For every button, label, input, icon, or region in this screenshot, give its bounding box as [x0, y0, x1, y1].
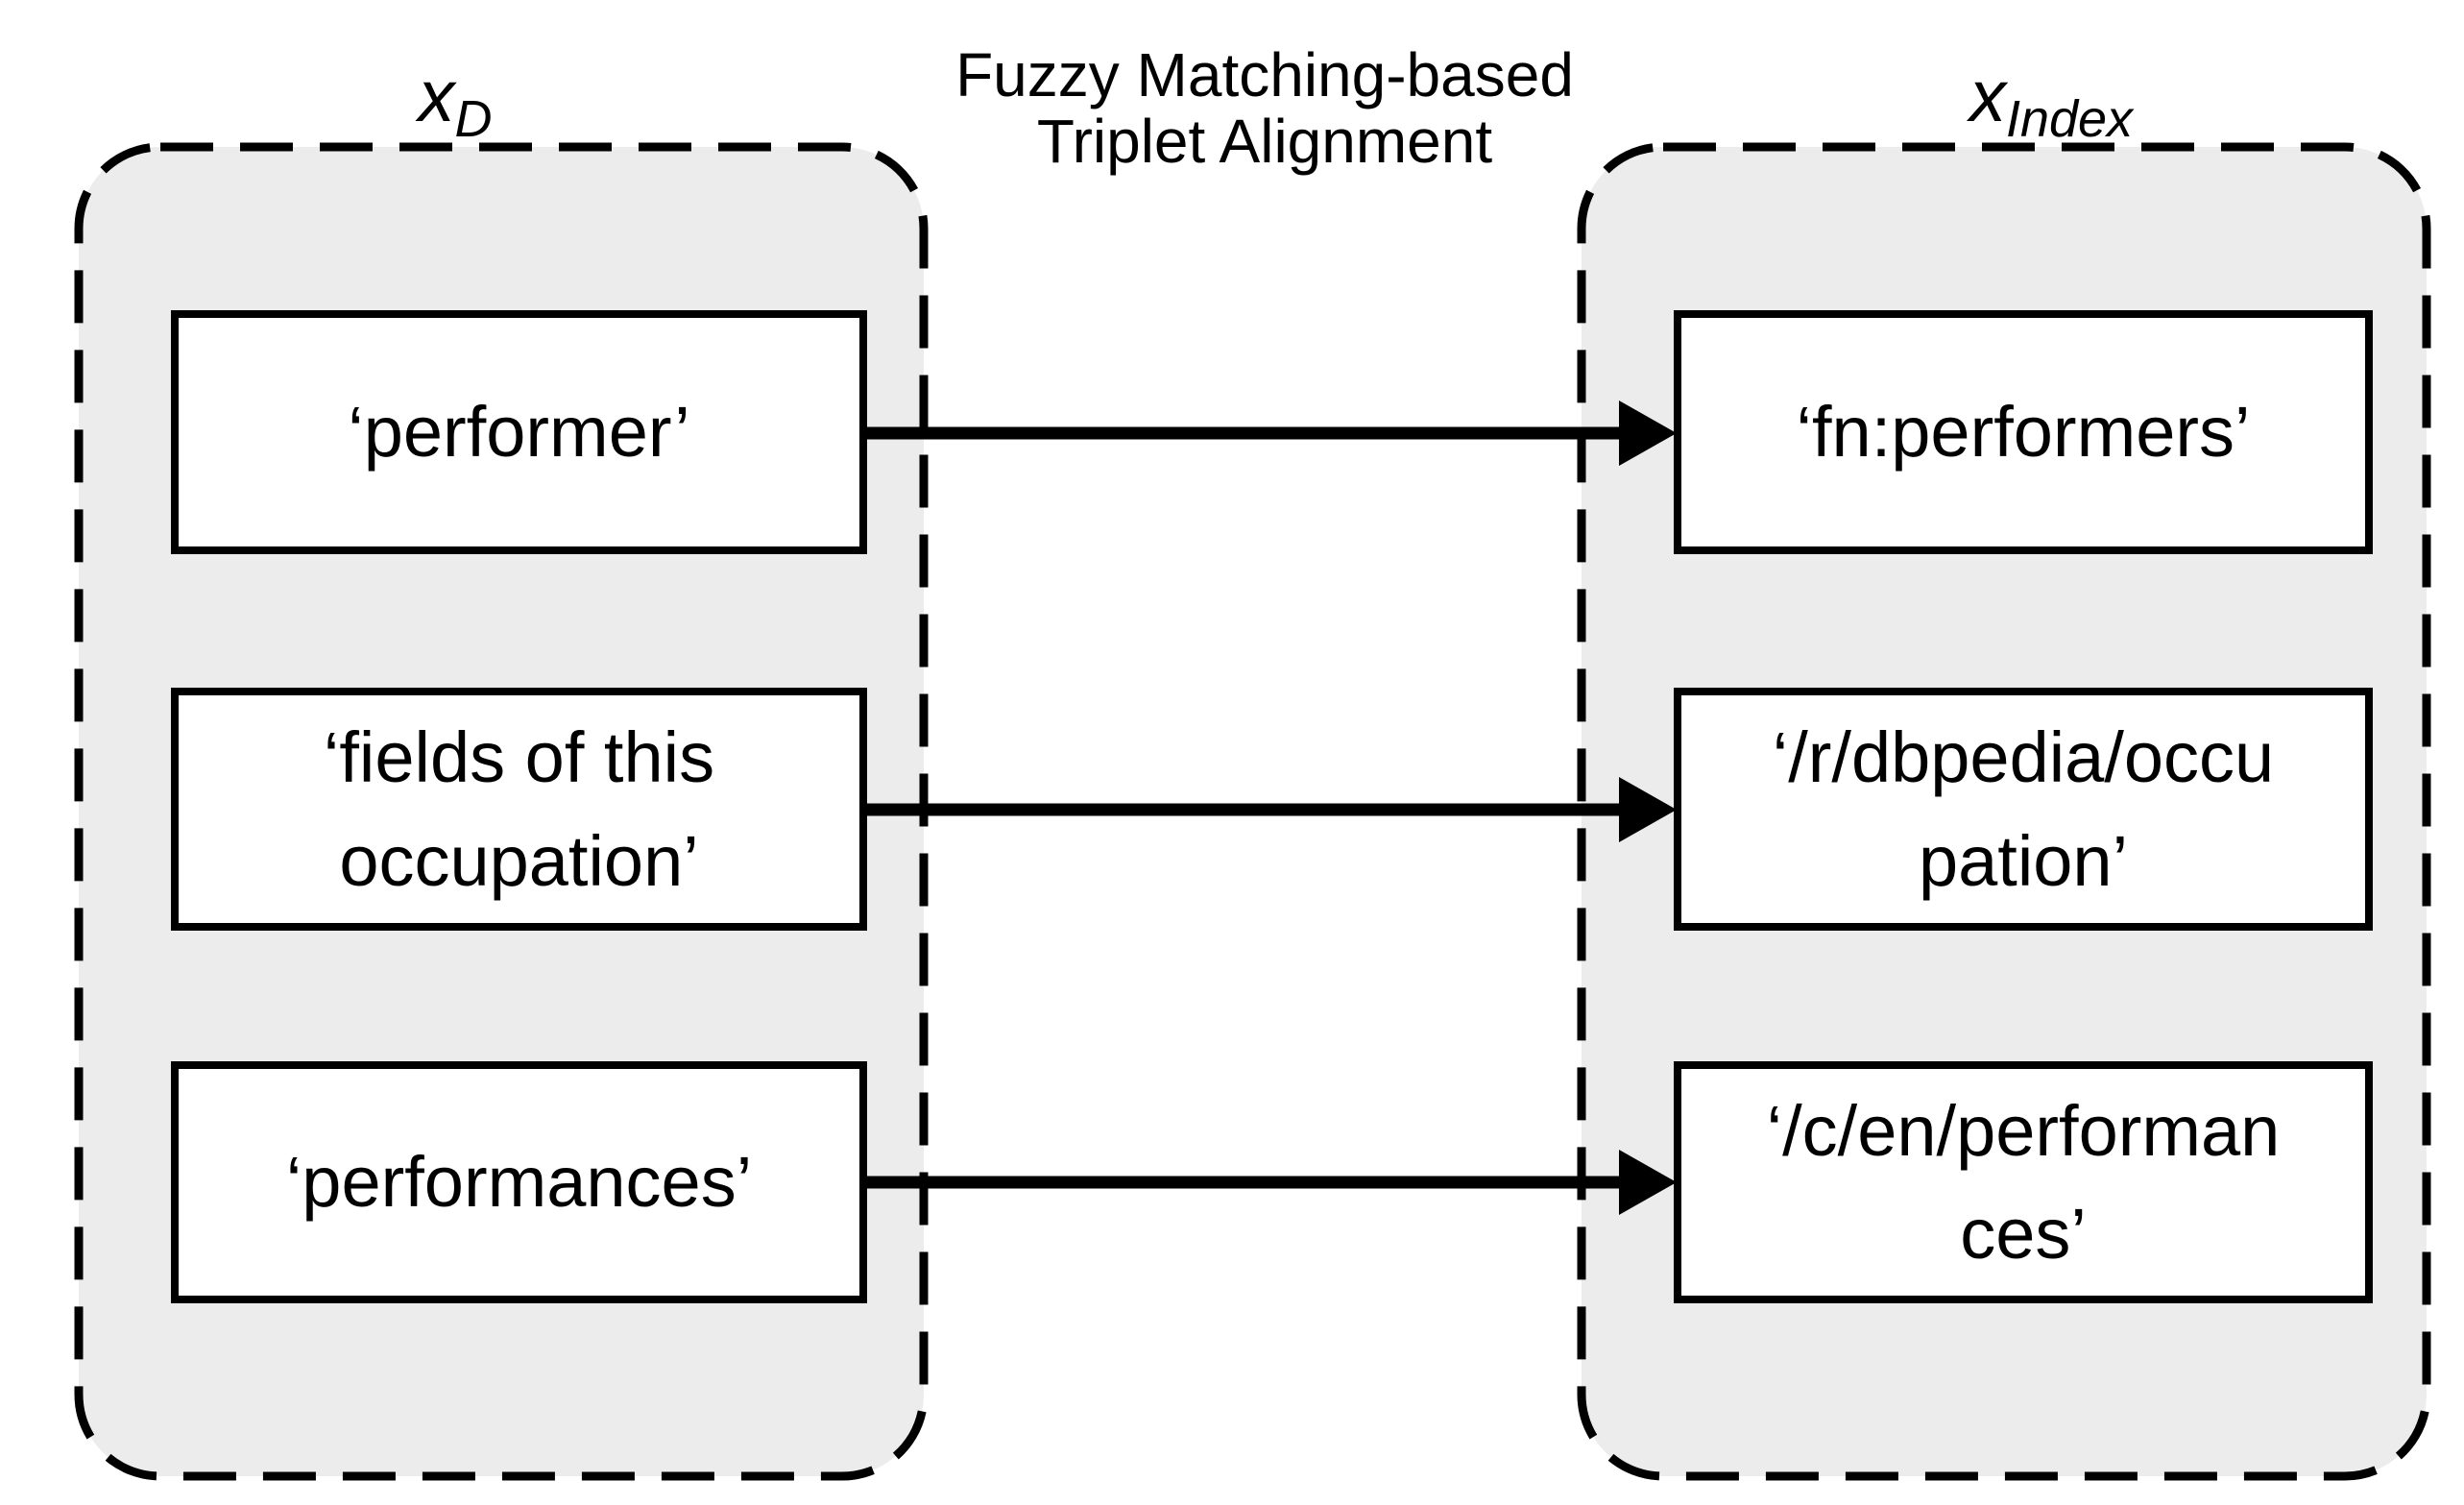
xindex-box-dbpedia-occupation-text: ‘/r/dbpedia/occupation’: [1772, 717, 2275, 901]
diagram-title-line2: Triplet Alignment: [1036, 107, 1493, 177]
diagram-title: Fuzzy Matching-based Triplet Alignment: [929, 40, 1601, 177]
arrow-head-icon: [1619, 401, 1677, 466]
alignment-arrow-2: [867, 777, 1677, 842]
xd-box-performer: ‘performer’: [171, 310, 867, 554]
xd-box-fields-of-this-occupation: ‘fields of this occupation’: [171, 688, 867, 931]
xindex-box-dbpedia-occupation: ‘/r/dbpedia/occupation’: [1674, 688, 2373, 931]
right-column-label: xIndex: [1676, 44, 2427, 150]
left-column-label: xD: [79, 44, 832, 150]
xd-box-performances: ‘performances’: [171, 1061, 867, 1303]
xd-box-performer-text: ‘performer’: [348, 392, 690, 473]
alignment-arrow-1: [867, 401, 1677, 466]
xindex-box-conceptnet-performances-text: ‘/c/en/performances’: [1766, 1090, 2281, 1274]
diagram-title-line1: Fuzzy Matching-based: [955, 40, 1574, 109]
xd-box-fields-of-this-occupation-text: ‘fields of this occupation’: [323, 717, 715, 901]
arrow-head-icon: [1619, 1150, 1677, 1215]
xindex-box-fn-performers-text: ‘fn:performers’: [1796, 392, 2251, 473]
left-label-subscript: D: [454, 90, 493, 148]
right-label-subscript: Index: [2005, 90, 2134, 148]
left-label-base: x: [418, 56, 455, 137]
xd-box-performances-text: ‘performances’: [285, 1142, 753, 1223]
right-label-base: x: [1969, 56, 2006, 137]
alignment-arrow-3: [867, 1150, 1677, 1215]
arrow-head-icon: [1619, 777, 1677, 842]
xindex-box-fn-performers: ‘fn:performers’: [1674, 310, 2373, 554]
xindex-box-conceptnet-performances: ‘/c/en/performances’: [1674, 1061, 2373, 1303]
